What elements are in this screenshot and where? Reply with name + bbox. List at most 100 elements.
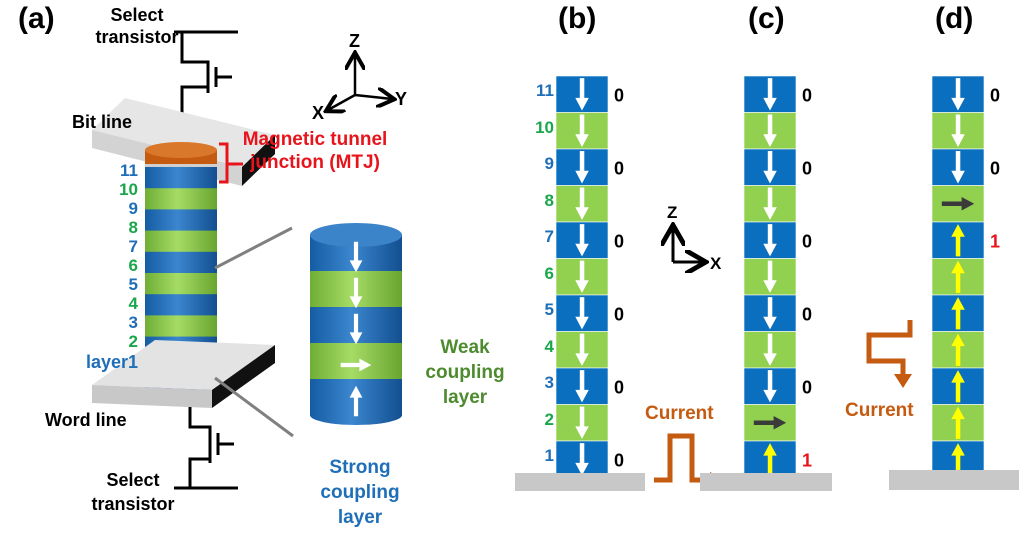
arrow-down-icon [763,78,777,111]
strong-coupling-band [145,209,217,232]
bottom-transistor-symbol [174,407,238,490]
layer-number: 2 [544,409,554,429]
arrow-down-icon [763,114,777,147]
weak-label-line3: layer [442,387,488,408]
bit-value: 0 [802,85,812,105]
layer-number: 8 [544,190,554,210]
arrow-down-icon [349,313,363,345]
arrow-down-icon [763,297,777,330]
arrow-up-icon [349,385,363,417]
tunnel-barrier [145,164,217,167]
layer-number: 1 [544,446,554,465]
strong-coupling-band [145,251,217,274]
bit-value: 0 [614,377,624,397]
arrow-up-icon [951,406,965,439]
transistor-text: transistor [91,494,175,514]
arrow-right-icon [941,197,975,211]
arrow-down-icon [575,370,589,403]
bit-value: 1 [802,450,812,470]
select-text: Select [106,470,160,490]
x-axis-label: X [312,103,324,120]
arrow-down-icon [349,241,363,273]
layer-label: 4 [128,294,138,313]
arrow-up-icon [951,370,965,403]
arrow-down-icon [575,114,589,147]
layer-number: 4 [544,336,554,356]
bit-value: 0 [614,450,624,470]
layer-label: 5 [128,275,138,294]
layer-number: 10 [535,117,554,137]
strong-label-line3: layer [337,507,383,528]
word-line-label: Word line [45,410,127,430]
arrow-down-icon [575,224,589,257]
arrow-down-icon [575,443,589,476]
axes-2d: Z X [655,203,722,273]
arrow-down-icon [763,187,777,220]
z-axis-label: Z [667,203,677,222]
weak-coupling-label: Weak coupling layer [420,335,510,410]
bit-value: 0 [802,158,812,178]
layer-label: 6 [128,256,138,275]
zoom-line-bottom [214,376,294,438]
layer1-label: layer1 [85,352,138,372]
layer-label: 3 [128,313,138,332]
bit-value: 0 [802,231,812,251]
arrow-right-icon [340,358,372,372]
arrow-down-icon [763,333,777,366]
word-line-front [92,385,212,408]
strong-label-line2: coupling [320,482,400,503]
cylinder-top-face [310,223,402,247]
arrow-up-icon [951,297,965,330]
weak-coupling-band [145,273,217,296]
top-transistor-symbol [174,30,238,117]
z-axis-label: Z [349,31,360,51]
mtj-stack-3d [92,98,294,438]
x-axis-label: X [710,254,722,273]
zoom-line-top [214,226,293,270]
select-text: Select [110,5,164,25]
substrate-d [889,470,1019,490]
word-line-top [92,340,275,390]
arrow-down-icon [575,333,589,366]
bit-value: 0 [802,377,812,397]
arrow-up-icon [951,224,965,257]
axes-3d: Z Y X [312,31,407,120]
transistor-text: transistor [95,27,179,47]
bit-value: 0 [614,231,624,251]
zoomed-cylinder [310,223,402,425]
bit-value: 1 [990,231,1000,251]
bit-value: 0 [990,158,1000,178]
layer-label: 10 [119,180,138,199]
bit-line-side [242,135,275,186]
bit-value: 0 [614,304,624,324]
arrow-down-icon [349,277,363,309]
substrate-c [700,473,832,491]
arrow-up-icon [951,333,965,366]
mtj-label-line1: Magnetic tunnel [242,129,388,150]
strong-label-line1: Strong [329,457,391,478]
layer-number: 9 [544,154,554,173]
arrow-down-icon [763,260,777,293]
arrow-down-icon [951,78,965,111]
arrow-down-icon [575,78,589,111]
current-label-c: Current [645,403,714,424]
arrow-down-icon [575,260,589,293]
bit-value: 0 [990,85,1000,105]
weak-coupling-band [145,230,217,253]
layer-label: 11 [120,161,138,180]
bit-line-label: Bit line [72,112,133,132]
mtj-label: Magnetic tunnel junction (MTJ) [240,128,390,174]
arrow-down-icon [575,406,589,439]
arrow-up-icon [951,443,965,476]
arrow-down-icon [951,114,965,147]
weak-label-line2: coupling [425,362,505,383]
panel-c-label: (c) [748,2,785,35]
arrow-up-icon [763,443,777,476]
current-pulse-d [866,320,913,388]
word-line-side [212,345,275,408]
layer-labels-a: 11 10 9 8 7 6 5 4 3 2 [98,161,138,351]
x-axis-arrow [328,93,356,110]
panel-a-label: (a) [18,2,55,35]
arrow-down-icon [575,151,589,184]
weak-coupling-layer [310,343,402,380]
